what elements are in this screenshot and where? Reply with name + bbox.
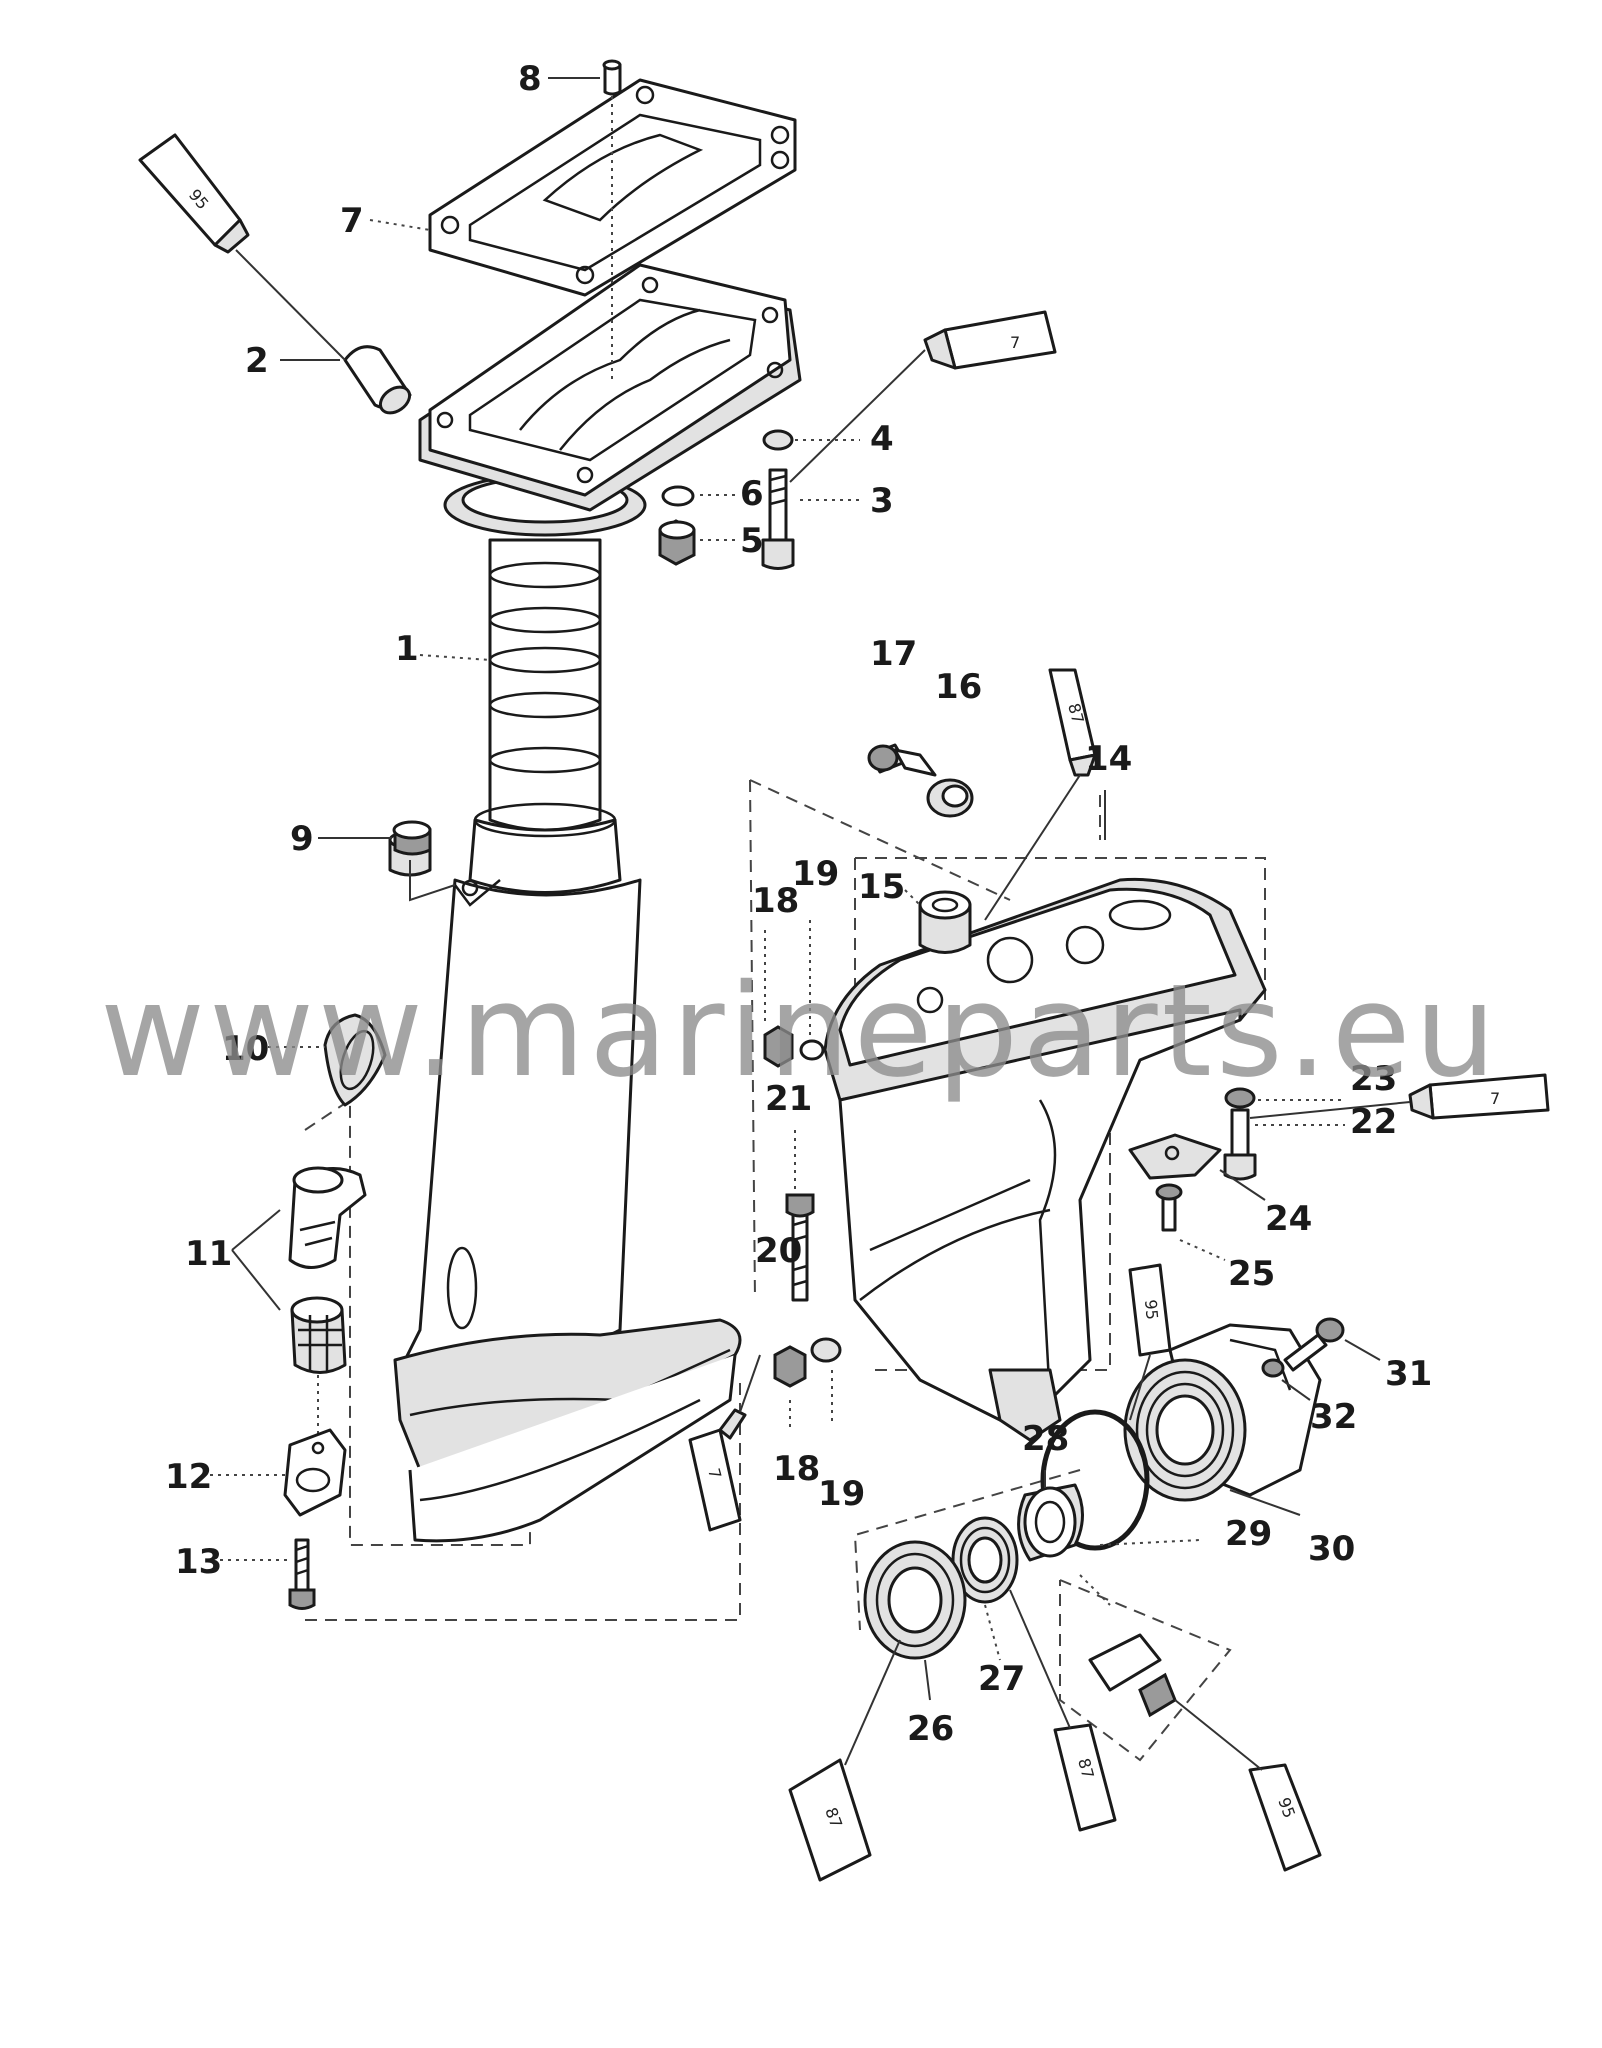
callout-18a: 18 [752,881,799,921]
svg-text:7: 7 [1010,333,1020,352]
callout-2: 2 [245,341,269,381]
sealant-tube-d: 7 [1249,1073,1550,1120]
dowel-pin [602,59,622,380]
o-ring [1040,1409,1150,1551]
sealant-tube-b: 7 [789,310,1057,483]
svg-text:87: 87 [1064,701,1088,726]
sealant-tube-a: 95 [138,133,346,361]
bearing-28 [1017,1483,1084,1562]
callout-32: 32 [1310,1397,1357,1437]
sealant-tube-h: 87 [1009,1589,1117,1832]
grommet [323,1013,387,1107]
callout-29: 29 [1225,1514,1272,1554]
callout-21: 21 [765,1079,812,1119]
callout-6: 6 [740,474,764,514]
callout-24: 24 [1265,1199,1312,1239]
oil-seal-16 [926,778,974,818]
svg-text:7: 7 [1490,1089,1500,1108]
bolt-3 [761,468,795,570]
sealant-tube-c: 87 [984,668,1097,921]
callout-18b: 18 [773,1449,820,1489]
seal-carrier-26 [863,1540,967,1660]
callout-5: 5 [740,521,764,561]
bushing [343,345,412,415]
leader-lines [210,77,1381,1701]
sealant-tube-f: 95 [1128,1263,1172,1421]
upper-fasteners [763,1025,825,1068]
callout-17: 17 [870,634,917,674]
sealant-tube-i: 95 [1174,1699,1322,1872]
bolt-31 [1283,1317,1345,1372]
retainer-bracket [283,1428,347,1517]
stud [785,1193,815,1302]
callout-12: 12 [165,1457,212,1497]
nut-5 [658,519,696,566]
lower-fasteners [773,1337,842,1388]
bearing-27 [951,1516,1019,1604]
gasket [428,78,797,297]
gearcase [823,877,1267,1442]
callout-22: 22 [1350,1102,1397,1142]
callout-26: 26 [907,1709,954,1749]
callout-25: 25 [1228,1254,1275,1294]
callout-9: 9 [290,819,314,859]
callout-4: 4 [870,419,894,459]
callout-19b: 19 [818,1474,865,1514]
bolt-22 [1223,1108,1257,1181]
callout-23: 23 [1350,1059,1397,1099]
svg-text:7: 7 [704,1466,725,1481]
sealant-tube-g: 87 [788,1639,901,1882]
callout-numbers: 1 2 3 4 5 6 7 8 9 10 11 12 13 14 15 16 1… [165,59,1432,1749]
screw-25 [1155,1183,1183,1232]
trim-tab [1128,1133,1222,1180]
prop-shaft-components [1079,1574,1177,1718]
sealant-tube-e: 7 [688,1354,761,1532]
callout-30: 30 [1308,1529,1355,1569]
callout-8: 8 [518,59,542,99]
callout-27: 27 [978,1659,1025,1699]
drain-plug [392,820,432,856]
oil-seal-15 [918,890,972,954]
screw-13 [288,1538,316,1610]
callout-10: 10 [222,1029,269,1069]
water-intake [288,1166,367,1440]
washer-23 [1224,1087,1256,1109]
callout-20: 20 [755,1231,802,1271]
callout-13: 13 [175,1542,222,1582]
svg-text:87: 87 [1074,1756,1098,1781]
callout-1: 1 [395,629,419,669]
adaptor-plate [418,263,802,512]
washer-32 [1261,1358,1285,1378]
washer-4 [762,429,794,451]
callout-16: 16 [935,667,982,707]
callout-11: 11 [185,1234,232,1274]
washer-6 [661,485,695,507]
svg-text:95: 95 [1141,1299,1162,1321]
callout-31: 31 [1385,1354,1432,1394]
bolt-17 [867,743,937,777]
callout-7: 7 [340,201,364,241]
callout-3: 3 [870,481,894,521]
callout-14: 14 [1085,739,1132,779]
callout-28: 28 [1022,1419,1069,1459]
callout-19a: 19 [792,854,839,894]
watermark-text: www.marineparts.eu [100,957,1500,1106]
callout-15: 15 [858,867,905,907]
